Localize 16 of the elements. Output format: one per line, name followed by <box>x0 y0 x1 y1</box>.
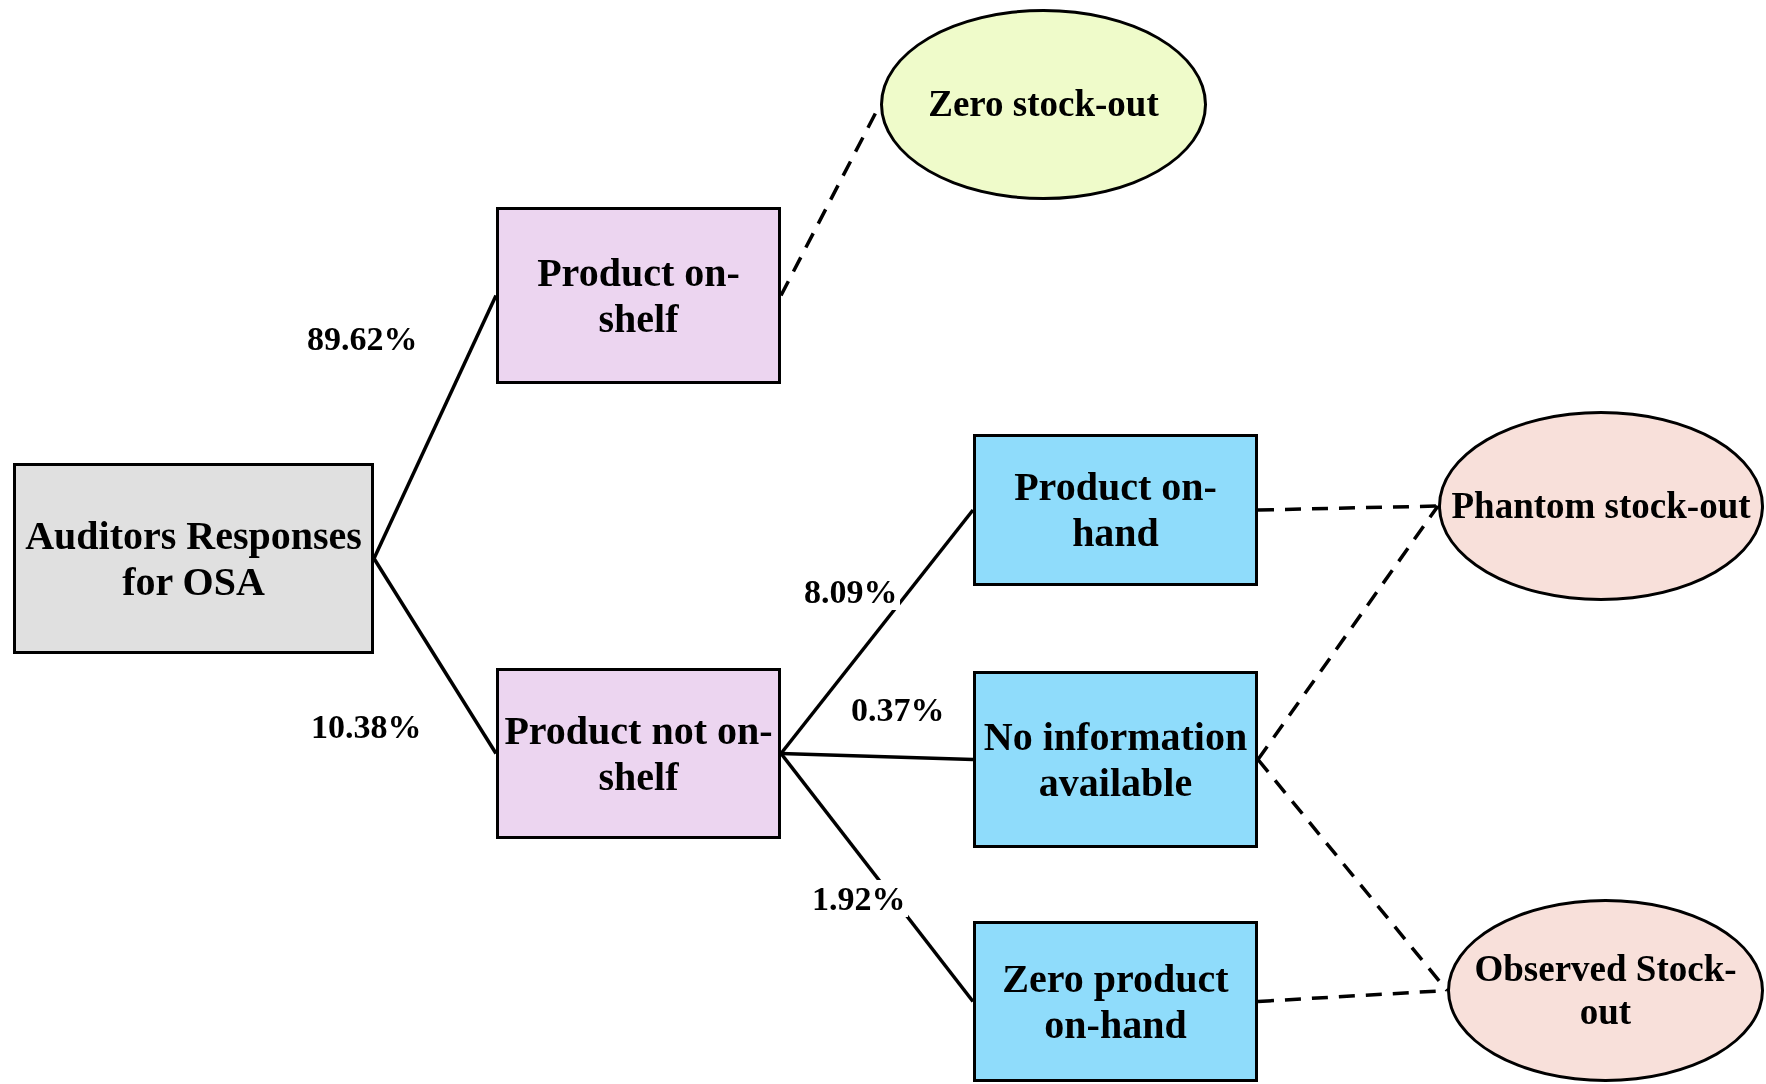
category-box: Auditors Responses for OSA <box>13 463 374 654</box>
category-box: Product on-shelf <box>496 207 781 384</box>
dashed-connector <box>1256 758 1449 992</box>
outcome-ellipse: Zero stock-out <box>880 9 1207 200</box>
connector-line <box>372 557 498 755</box>
category-box: Zero product on-hand <box>973 921 1258 1082</box>
outcome-ellipse: Phantom stock-out <box>1438 411 1764 601</box>
category-box: Product on-hand <box>973 434 1258 586</box>
outcome-ellipse: Observed Stock-out <box>1447 899 1764 1082</box>
category-box: Product not on-shelf <box>496 668 781 839</box>
dashed-connector <box>1256 505 1440 761</box>
dashed-connector <box>1257 504 1439 512</box>
category-box: No information available <box>973 671 1258 848</box>
connector-line <box>779 508 975 755</box>
connector-line <box>372 294 498 560</box>
connector-line <box>780 751 974 762</box>
